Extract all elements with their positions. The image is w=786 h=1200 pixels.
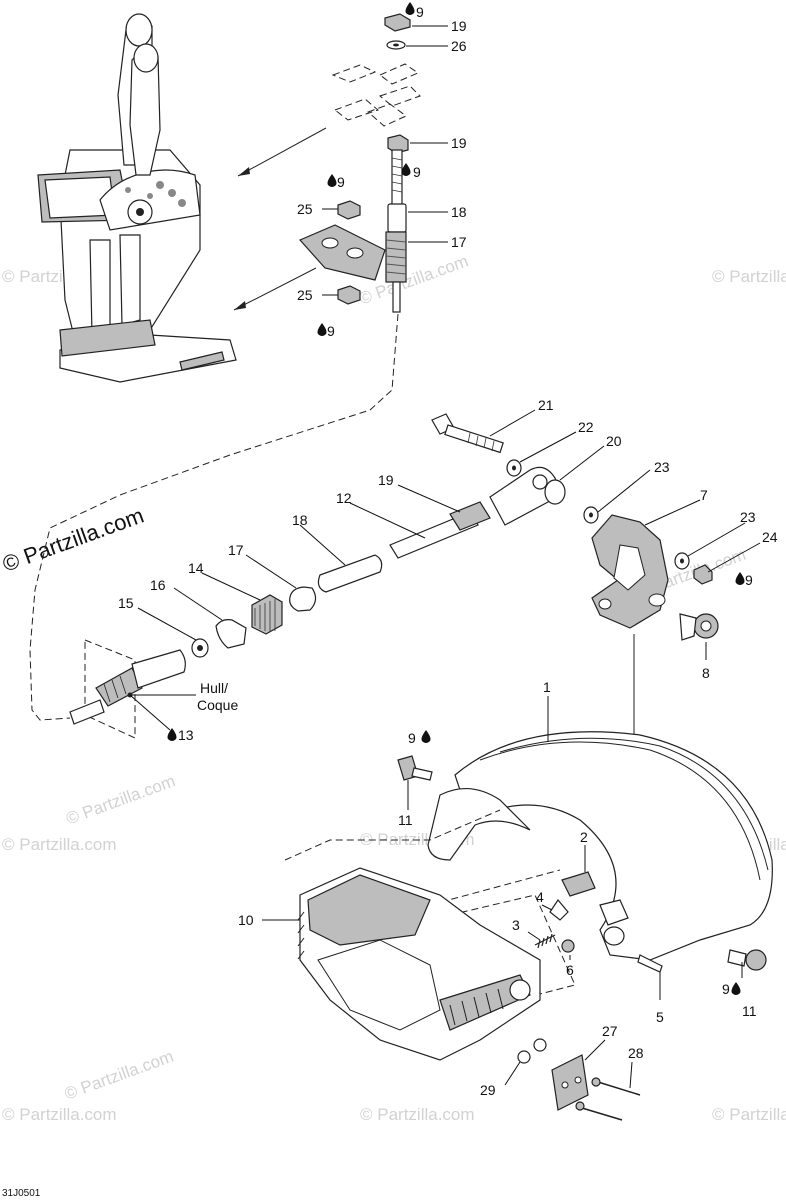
callout-16: 16 <box>150 577 166 593</box>
callout-11: 11 <box>398 812 413 828</box>
oil-drop-icon <box>405 2 415 15</box>
callout-19: 19 <box>451 18 467 34</box>
lubricant-icons <box>167 2 745 995</box>
label-hull: Hull/ <box>200 680 228 696</box>
callout-21: 21 <box>538 397 554 413</box>
callout-17: 17 <box>228 542 244 558</box>
leader-arrows <box>233 127 327 311</box>
callout-9: 9 <box>413 164 421 180</box>
callout-17: 17 <box>451 234 467 250</box>
callout-25: 25 <box>297 201 313 217</box>
watermark-large: © Partzilla.com <box>0 503 147 577</box>
callout-9: 9 <box>337 174 345 190</box>
callout-15: 15 <box>118 595 134 611</box>
callout-8: 8 <box>702 665 710 681</box>
stud-stack <box>298 13 421 313</box>
callout-19: 19 <box>451 135 467 151</box>
leader-lines <box>127 25 761 1089</box>
oil-drop-icon <box>735 572 745 585</box>
callout-4: 4 <box>536 889 544 905</box>
callout-26: 26 <box>451 38 467 54</box>
watermark: © Partzilla.com <box>62 1047 176 1104</box>
oil-drop-icon <box>327 174 337 187</box>
callout-19: 19 <box>378 472 394 488</box>
watermark: © Partzilla.com <box>2 1105 117 1124</box>
callout-24: 24 <box>762 529 778 545</box>
bracket-7 <box>583 506 719 641</box>
callout-labels: 9 19 26 19 9 9 25 18 17 25 9 21 22 20 23… <box>118 4 778 1098</box>
callout-18: 18 <box>292 512 308 528</box>
callout-1: 1 <box>543 679 551 695</box>
callout-23: 23 <box>740 509 756 525</box>
callout-23: 23 <box>654 459 670 475</box>
callout-29: 29 <box>480 1082 496 1098</box>
watermark: © Partzilla.com <box>64 771 178 828</box>
drawing-code: 31J0501 <box>2 1188 41 1199</box>
watermark: © Partzilla.com <box>2 835 117 854</box>
callout-5: 5 <box>656 1009 664 1025</box>
label-coque: Coque <box>197 697 238 713</box>
callout-10: 10 <box>238 912 254 928</box>
callout-22: 22 <box>578 419 594 435</box>
callout-9: 9 <box>416 4 424 20</box>
watermark: © Partzilla.com <box>360 1105 475 1124</box>
cable-assembly <box>69 413 566 739</box>
callout-2: 2 <box>580 829 588 845</box>
callout-27: 27 <box>602 1023 618 1039</box>
callout-9: 9 <box>327 323 335 339</box>
callout-6: 6 <box>566 962 574 978</box>
callout-7: 7 <box>700 487 708 503</box>
callout-14: 14 <box>188 560 204 576</box>
callout-18: 18 <box>451 204 467 220</box>
oil-drop-icon <box>167 728 177 741</box>
callout-9: 9 <box>408 730 416 746</box>
watermark: © Partzilla.com <box>712 267 786 286</box>
oil-drop-icon <box>317 323 327 336</box>
cover-assembly <box>284 731 773 1121</box>
callout-13: 13 <box>178 727 194 743</box>
oil-drop-icon <box>731 982 741 995</box>
oil-drop-icon <box>421 730 431 743</box>
callout-28: 28 <box>628 1045 644 1061</box>
callout-9: 9 <box>745 572 753 588</box>
control-handle-assembly <box>37 13 237 383</box>
callout-11: 11 <box>742 1003 757 1019</box>
watermark: © Partzilla.com <box>712 1105 786 1124</box>
callout-25: 25 <box>297 287 313 303</box>
callout-3: 3 <box>512 917 520 933</box>
callout-12: 12 <box>336 490 352 506</box>
oil-drop-icon <box>401 163 411 176</box>
callout-20: 20 <box>606 433 622 449</box>
callout-9: 9 <box>722 981 730 997</box>
